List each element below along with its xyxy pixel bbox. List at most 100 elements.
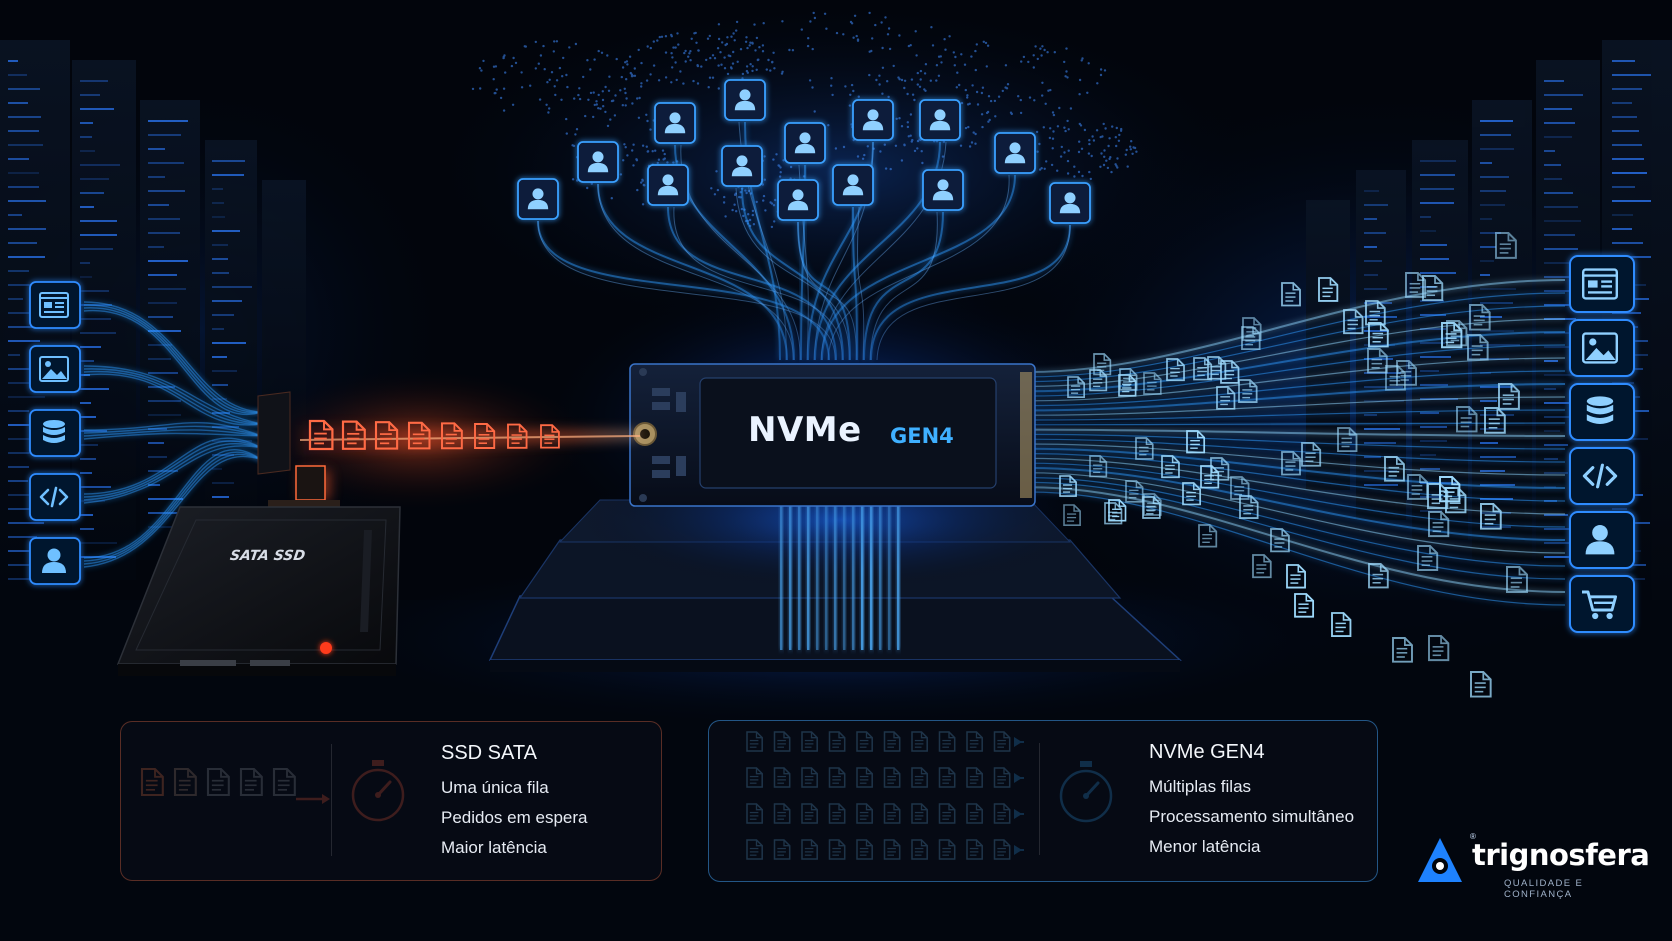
map-dot — [1066, 119, 1069, 123]
rack-led — [1544, 248, 1578, 250]
map-dot — [719, 51, 722, 54]
map-dot — [1087, 62, 1090, 65]
map-dot — [898, 34, 901, 37]
map-dot — [781, 70, 784, 74]
map-dot — [853, 14, 857, 17]
map-dot — [555, 40, 559, 43]
map-dot — [1064, 75, 1067, 78]
map-dot — [601, 98, 605, 102]
rack-led — [1544, 346, 1576, 348]
rack-led — [212, 188, 223, 190]
rack-led — [1364, 414, 1377, 416]
user-node — [922, 169, 964, 211]
rack-led — [1480, 288, 1516, 290]
map-dot — [725, 42, 729, 46]
rack-led — [8, 396, 45, 398]
cable-line — [83, 368, 263, 425]
map-dot — [887, 27, 891, 30]
map-dot — [717, 64, 720, 67]
map-dot — [954, 55, 957, 59]
map-dot — [529, 84, 532, 87]
map-dot — [592, 115, 595, 119]
map-dot — [771, 60, 774, 64]
sata-ssd-drive — [116, 506, 401, 676]
rack-led — [80, 80, 108, 82]
rack-led — [8, 508, 45, 510]
map-dot — [1077, 170, 1081, 174]
map-dot — [1107, 144, 1110, 148]
map-dot — [638, 96, 641, 100]
map-dot — [830, 84, 833, 87]
map-dot — [740, 207, 744, 211]
map-dot — [881, 46, 884, 50]
rack-led — [80, 514, 93, 516]
map-dot — [916, 83, 919, 86]
rack-led — [1364, 456, 1381, 458]
map-dot — [606, 124, 610, 128]
map-dot — [879, 150, 882, 153]
trignosfera-logo-mark — [1418, 838, 1462, 882]
light-pillar — [879, 500, 882, 650]
map-dot — [1040, 167, 1043, 170]
user-node — [784, 122, 826, 164]
map-dot — [649, 46, 652, 50]
map-dot — [745, 69, 749, 73]
map-dot — [578, 87, 581, 90]
map-dot — [671, 56, 674, 59]
map-dot — [1105, 159, 1108, 162]
rack-led — [1480, 470, 1505, 472]
rack-led — [1420, 258, 1449, 260]
map-dot — [649, 128, 652, 131]
rack-led — [1480, 274, 1490, 276]
right-icon-column — [1569, 255, 1635, 633]
map-dot — [980, 91, 984, 95]
map-dot — [1088, 139, 1091, 142]
rack-led — [80, 192, 104, 194]
map-dot — [886, 33, 890, 36]
rack-led — [8, 284, 43, 286]
map-dot — [987, 95, 991, 98]
rack-led — [212, 202, 224, 204]
map-dot — [726, 36, 729, 39]
rack-led — [148, 386, 175, 388]
rack-led — [1420, 370, 1439, 372]
map-dot — [1088, 142, 1091, 146]
map-dot — [700, 65, 703, 68]
map-dot — [590, 182, 593, 185]
rack-led — [1544, 416, 1583, 418]
rack-led — [148, 176, 165, 178]
map-dot — [745, 191, 748, 195]
map-dot — [758, 46, 761, 49]
map-dot — [658, 35, 661, 39]
map-dot — [903, 86, 906, 90]
rack-led — [148, 330, 181, 332]
map-dot — [670, 33, 673, 37]
map-dot — [871, 37, 874, 40]
map-dot — [610, 99, 614, 103]
map-dot — [693, 32, 696, 35]
map-dot — [850, 83, 854, 87]
map-dot — [1065, 70, 1068, 73]
nvme-panel-title: NVMe GEN4 — [1149, 741, 1265, 763]
map-dot — [552, 50, 555, 53]
map-dot — [592, 91, 595, 94]
map-dot — [856, 155, 860, 158]
map-dot — [640, 61, 643, 65]
map-dot — [881, 92, 884, 95]
map-dot — [974, 142, 977, 145]
map-dot — [602, 105, 605, 108]
map-dot — [981, 86, 985, 89]
map-dot — [1091, 135, 1094, 138]
map-dot — [937, 55, 941, 58]
database-tile — [29, 409, 81, 457]
map-dot — [892, 64, 895, 68]
rack-led — [212, 370, 237, 372]
rack-led — [80, 416, 96, 418]
map-dot — [974, 68, 977, 72]
map-dot — [601, 90, 604, 93]
map-dot — [959, 144, 963, 147]
map-dot — [825, 27, 828, 30]
map-dot — [910, 78, 914, 81]
cable-line — [83, 449, 263, 559]
rack-led — [1420, 510, 1442, 512]
